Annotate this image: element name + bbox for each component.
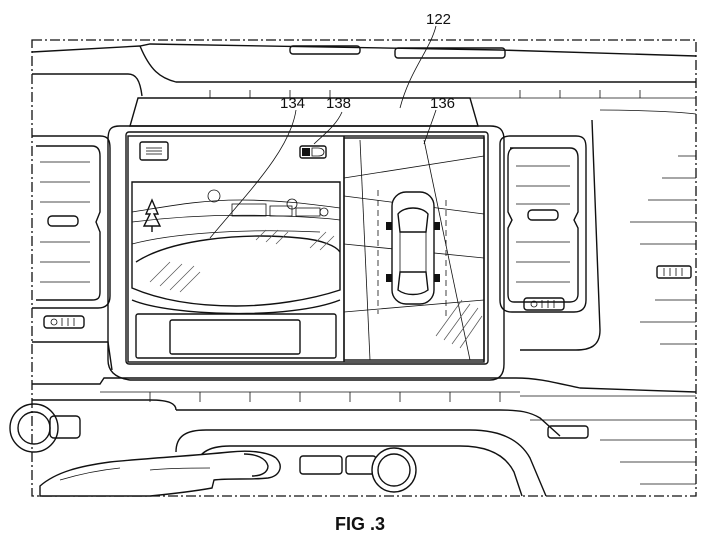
left-air-vent [32,135,113,371]
display-screen [127,135,485,363]
display-unit [107,125,505,381]
lower-dashboard-trim [32,377,697,439]
right-air-vent [499,119,601,351]
right-panel-lines [520,109,697,485]
front-view-lower-bar [135,313,337,359]
right-switch [656,265,692,279]
leader-lines [209,25,437,239]
ref-toggle-icon-138: 138 [326,95,351,112]
ref-front-view-134: 134 [280,95,305,112]
camera-toggle-icon[interactable] [299,145,327,159]
vehicle-top-icon [386,191,440,305]
front-camera-view [131,181,341,315]
left-knob [9,403,81,453]
user-hand [39,450,281,497]
menu-icon[interactable] [139,141,169,161]
dashboard-contours [31,43,697,127]
ref-dashboard-122: 122 [426,11,451,28]
ref-overhead-view-136: 136 [430,95,455,112]
figure-caption: FIG .3 [335,514,385,534]
figure-border [31,39,697,497]
